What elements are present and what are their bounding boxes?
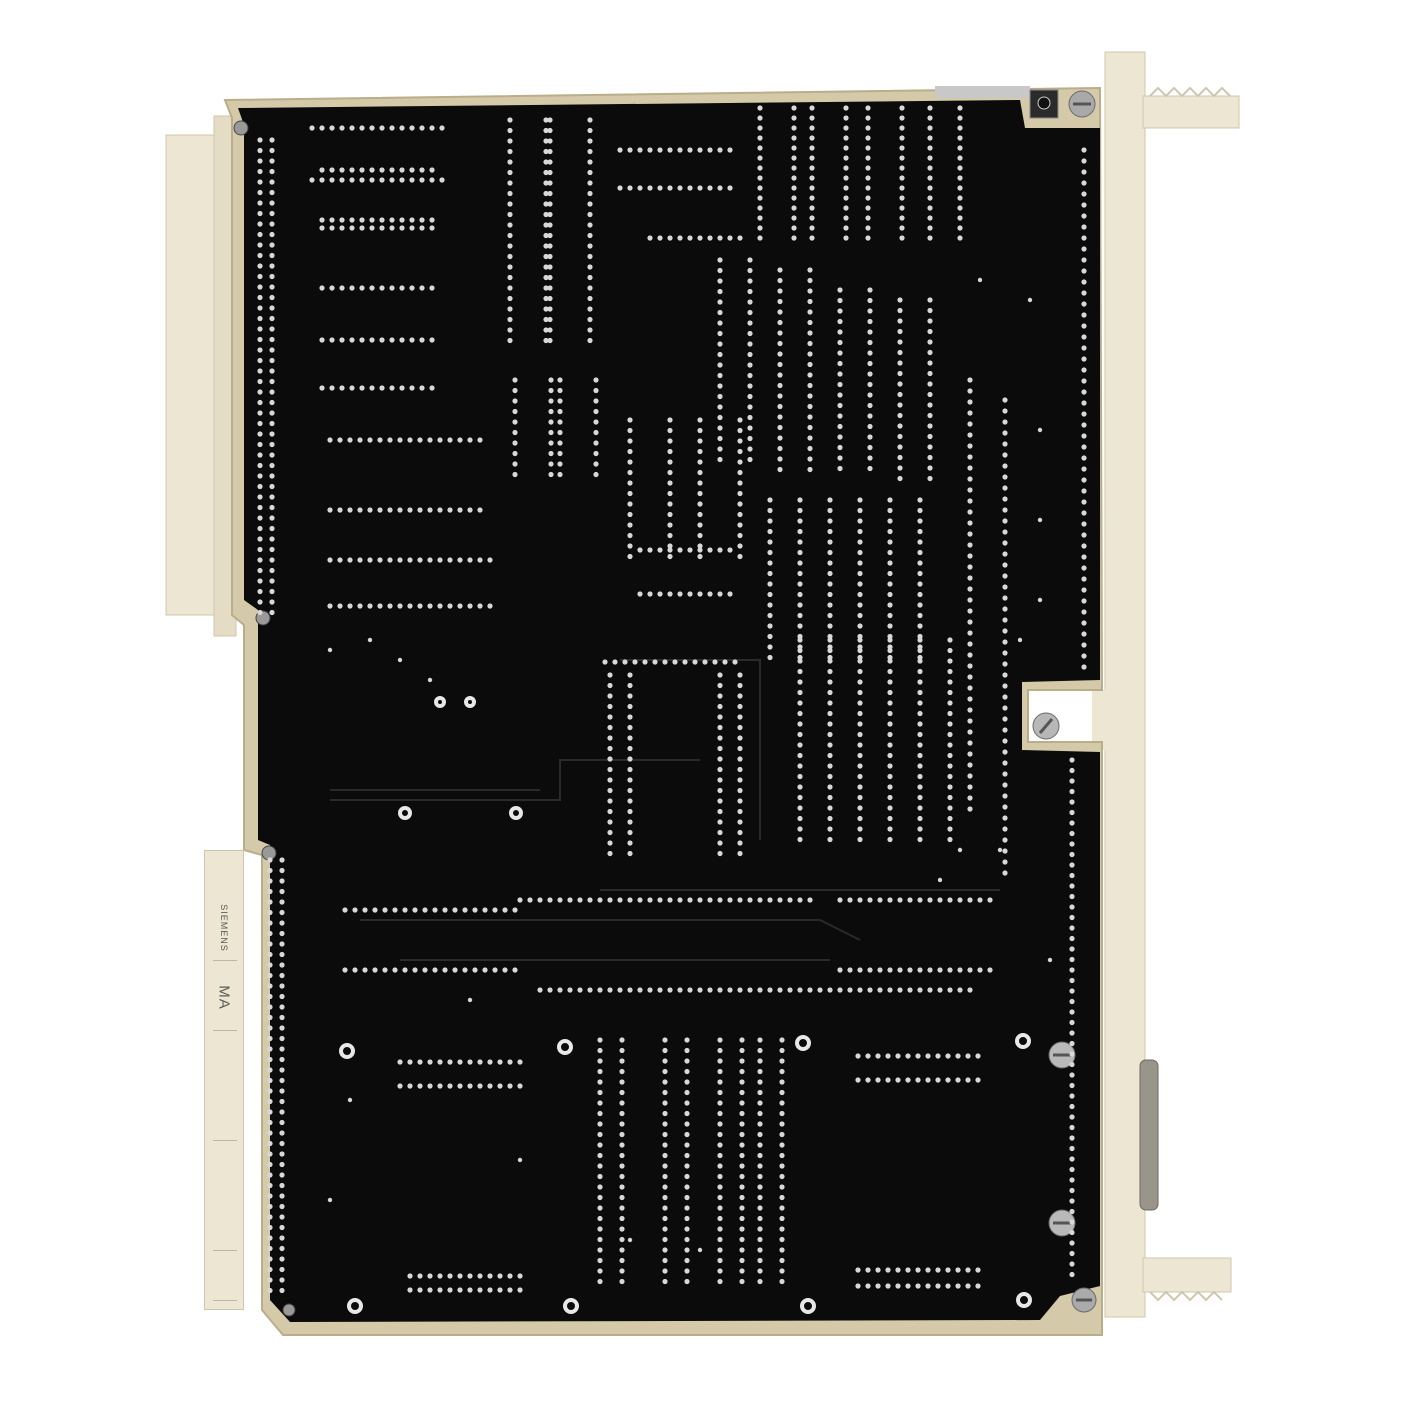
bottom-ejector-tab xyxy=(1142,1257,1232,1302)
module-label-strip: SIEMENS MA xyxy=(204,850,244,1310)
front-connector xyxy=(1139,1059,1159,1211)
rivet-top-left xyxy=(233,120,249,136)
screw-bottom-right xyxy=(1071,1287,1097,1313)
top-ejector-tab xyxy=(1142,86,1240,129)
label-cell-blank-3 xyxy=(213,1251,237,1301)
rivet-bottom-left xyxy=(282,1303,296,1317)
brand-label: SIEMENS xyxy=(219,904,229,952)
screw-mid-right xyxy=(1032,712,1060,740)
top-right-pad-hole xyxy=(1037,96,1051,110)
pcb-solder-mask xyxy=(238,100,1100,1322)
label-cell-blank-1 xyxy=(213,1031,237,1141)
label-cell-brand xyxy=(213,871,237,961)
via-rings xyxy=(339,696,1032,1314)
solder-joints xyxy=(257,105,1087,1294)
screw-right-upper xyxy=(1048,1041,1076,1069)
right-frame-inner xyxy=(1092,690,1110,750)
top-component-patch xyxy=(935,86,1030,98)
label-cell-blank-2 xyxy=(213,1141,237,1251)
screw-top-right xyxy=(1068,90,1096,118)
module-code-label: MA xyxy=(215,985,233,1010)
right-frame-rail xyxy=(1104,51,1146,1318)
screw-right-lower xyxy=(1048,1209,1076,1237)
label-cell-code xyxy=(213,961,237,1031)
